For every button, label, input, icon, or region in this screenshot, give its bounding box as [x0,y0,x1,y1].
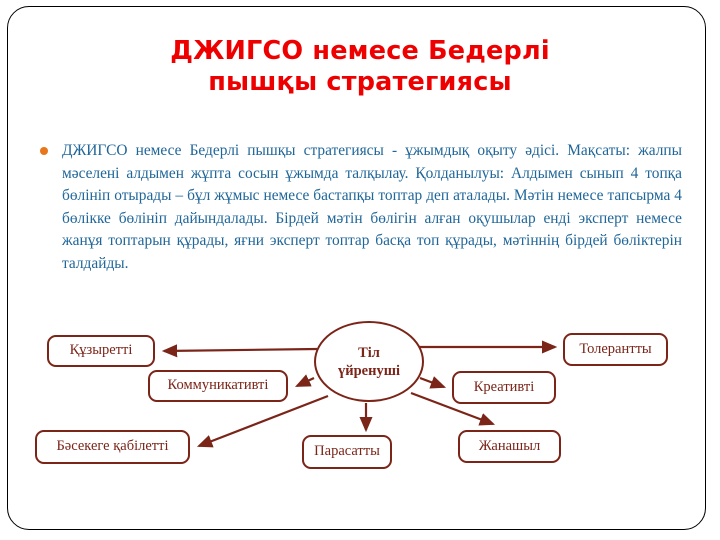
body-content-block: ДЖИГСО немесе Бедерлі пышқы стратегиясы … [34,140,682,276]
connector-to-zhanashyl [410,391,496,426]
diagram-node-kommunikativti[interactable]: Коммуникативті [148,370,288,402]
radial-diagram: Тіл үйренуші Құзыретті Коммуникативті Бә… [0,300,720,510]
bullet-dot-icon [40,147,48,155]
diagram-node-kreativti[interactable]: Креативті [452,371,556,404]
diagram-node-basekege-kabiletti[interactable]: Бәсекеге қабілетті [35,430,190,464]
diagram-connectors [161,340,558,448]
diagram-node-zhanashyl[interactable]: Жанашыл [458,430,561,463]
diagram-node-kuzyretti[interactable]: Құзыретті [47,335,155,367]
body-paragraph: ДЖИГСО немесе Бедерлі пышқы стратегиясы … [62,142,682,272]
connector-to-kreativti [419,376,447,389]
diagram-node-parasatty[interactable]: Парасатты [302,435,392,469]
connector-to-kommunikativti [295,374,315,387]
page-title: ДЖИГСО немесе Бедерлі пышқы стратегиясы [170,36,550,97]
bullet-list-item: ДЖИГСО немесе Бедерлі пышқы стратегиясы … [34,140,682,276]
diagram-center-node[interactable]: Тіл үйренуші [314,321,424,402]
connector-to-kuzyretti [161,344,318,358]
diagram-node-toleranty[interactable]: Толерантты [563,333,668,366]
connector-to-basekege [196,394,329,448]
